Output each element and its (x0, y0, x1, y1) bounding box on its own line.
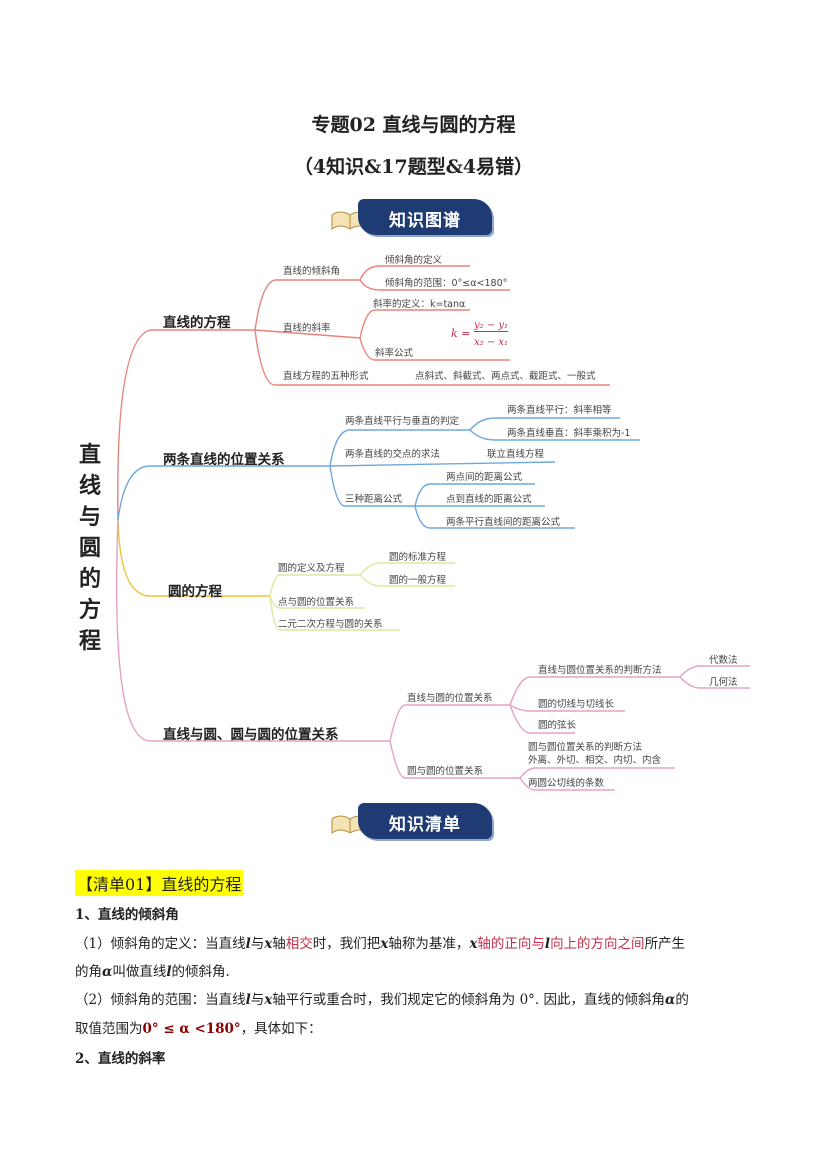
node: 两条直线垂直：斜率乘积为-1 (507, 428, 631, 439)
paragraph-definition-cont: 的角α叫做直线l的倾斜角. (75, 964, 230, 980)
node: 圆的标准方程 (389, 552, 447, 563)
node: 圆的定义及方程 (278, 563, 345, 574)
node: 圆的切线与切线长 (538, 699, 615, 710)
node: 倾斜角的范围：0°≤α<180° (385, 278, 508, 289)
section-heading: 【清单01】直线的方程 (75, 870, 244, 896)
node: 两圆公切线的条数 (528, 778, 605, 789)
node: 点与圆的位置关系 (278, 597, 355, 608)
mindmap-root: 直线与圆的方程 (78, 443, 101, 654)
node: 代数法 (709, 655, 738, 666)
node: 两条直线平行：斜率相等 (507, 405, 612, 416)
node: 直线的倾斜角 (283, 266, 341, 277)
paragraph-range: （2）倾斜角的范围：当直线l与x轴平行或重合时，我们规定它的倾斜角为 0°. 因… (75, 992, 689, 1008)
banner-knowledge-list: 知识清单 (330, 801, 492, 841)
node: 点到直线的距离公式 (446, 494, 532, 505)
subheading-slope: 2、直线的斜率 (75, 1051, 166, 1067)
branch-line-equation: 直线的方程 (163, 315, 231, 331)
node: 两点间的距离公式 (446, 472, 523, 483)
paragraph-range-cont: 取值范围为0° ≤ α <180°，具体如下： (75, 1021, 322, 1037)
range-formula: 0° ≤ α <180° (142, 1021, 241, 1037)
banner-knowledge-map: 知识图谱 (330, 197, 492, 237)
branch-line-circle-position: 直线与圆、圆与圆的位置关系 (163, 727, 339, 743)
node: 几何法 (709, 677, 738, 688)
doc-title: 专题02 直线与圆的方程 (311, 114, 516, 136)
node: 三种距离公式 (345, 494, 403, 505)
banner-label: 知识图谱 (389, 211, 461, 231)
node: 直线方程的五种形式 (283, 371, 369, 382)
paragraph-definition: （1）倾斜角的定义：当直线l与x轴相交时，我们把x轴称为基准，x轴的正向与l向上… (75, 936, 686, 952)
node: 点斜式、斜截式、两点式、截距式、一般式 (415, 371, 596, 382)
node: 两条直线的交点的求法 (345, 449, 441, 460)
node: 斜率公式 (375, 348, 414, 359)
formula-denominator: x₂ − x₁ (474, 337, 509, 348)
node: 外离、外切、相交、内切、内含 (528, 755, 662, 766)
node: 直线的斜率 (283, 323, 331, 334)
node: 倾斜角的定义 (385, 255, 443, 266)
branch-line-position: 两条直线的位置关系 (163, 452, 285, 468)
formula-numerator: y₂ − y₁ (474, 320, 509, 332)
subheading-inclination: 1、直线的倾斜角 (75, 907, 179, 923)
node: 二元二次方程与圆的关系 (278, 619, 383, 630)
node: 直线与圆位置关系的判断方法 (538, 665, 662, 676)
node: 圆的一般方程 (389, 575, 447, 586)
branch-circle-equation: 圆的方程 (168, 584, 222, 600)
banner-label: 知识清单 (389, 815, 461, 835)
doc-subtitle: （4知识&17题型&4易错） (293, 156, 534, 178)
node: 两条平行直线间的距离公式 (446, 517, 561, 528)
node: 两条直线平行与垂直的判定 (345, 416, 460, 427)
formula-k: k = (451, 327, 471, 340)
node: 斜率的定义：k=tanα (373, 299, 466, 310)
node: 圆与圆的位置关系 (407, 766, 484, 777)
node: 联立直线方程 (487, 449, 545, 460)
node: 圆的弦长 (538, 720, 577, 731)
node: 直线与圆的位置关系 (407, 693, 493, 704)
node: 圆与圆位置关系的判断方法 (528, 742, 643, 753)
